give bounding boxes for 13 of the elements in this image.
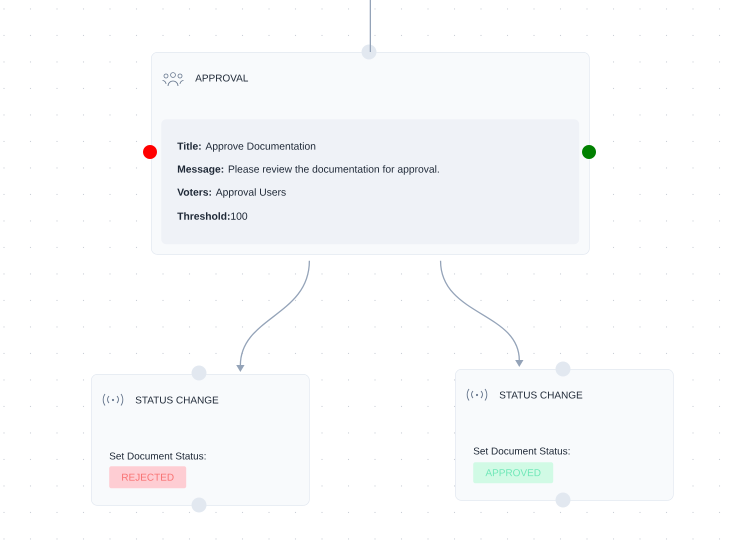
- node-card: [455, 369, 674, 501]
- field-label: Set Document Status:: [110, 452, 206, 460]
- field-label: Set Document Status:: [474, 447, 570, 455]
- detail-line: Title: Approve Documentation: [177, 142, 316, 152]
- detail-line: Voters: Approval Users: [177, 188, 286, 198]
- card-title: APPROVAL: [195, 74, 248, 82]
- status-badge: REJECTED: [109, 466, 186, 488]
- status-badge: APPROVED: [473, 462, 554, 484]
- node-card: [91, 374, 310, 506]
- detail-line: Threshold:100: [177, 212, 248, 220]
- card-title: STATUS CHANGE: [500, 391, 582, 399]
- detail-line: Message: Please review the documentation for approval.: [178, 165, 439, 175]
- card-title: STATUS CHANGE: [136, 396, 218, 404]
